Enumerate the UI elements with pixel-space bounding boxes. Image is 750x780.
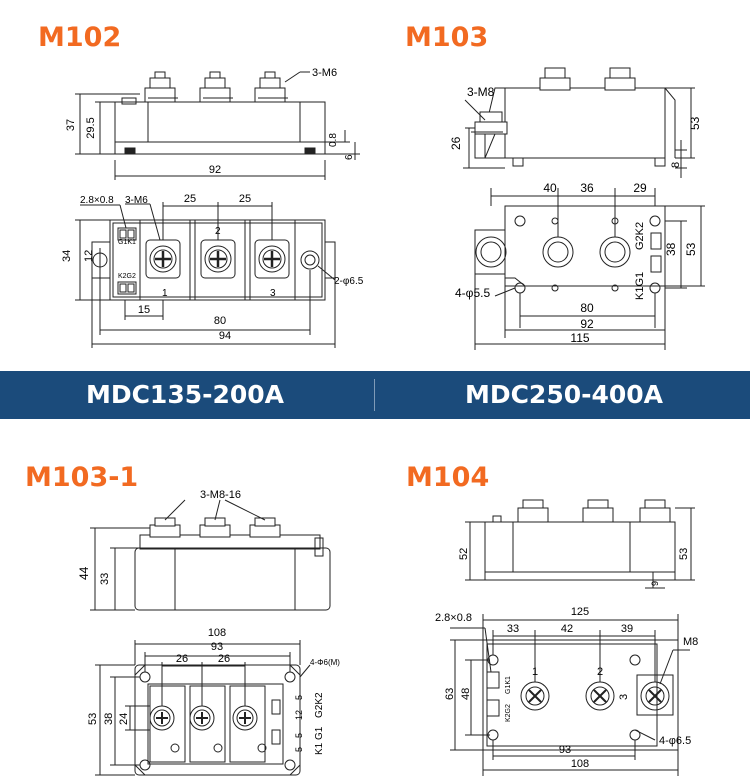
m102-dim-0-8: 0.8 (328, 133, 339, 147)
m104-dim-9: 9 (650, 581, 660, 586)
banner-divider (374, 379, 375, 411)
m104-label-4-phi6-5: 4-φ6.5 (659, 735, 691, 747)
m104-dim-48: 48 (460, 688, 472, 700)
m102-dim-34: 34 (61, 250, 73, 262)
m103-dim-92: 92 (580, 317, 594, 331)
m104-terminal-2: 2 (597, 666, 603, 678)
section-title-m104: M104 (406, 462, 490, 493)
m104-dim-42: 42 (561, 623, 573, 635)
m103-1-dim-33: 33 (99, 573, 111, 585)
m104-dim-108: 108 (571, 758, 589, 770)
m102-dim-6: 6 (344, 154, 355, 160)
m103-1-dim-38: 38 (103, 713, 115, 725)
m103-dim-29: 29 (633, 181, 647, 195)
banner-left-label: MDC135-200A (85, 380, 285, 409)
m104-dim-93: 93 (559, 744, 571, 756)
m103-label-g2k2: G2K2 (634, 222, 646, 250)
m102-label-2-phi6-5: 2-φ6.5 (334, 276, 364, 287)
m104-side-view (465, 499, 695, 589)
m104-dim-52: 52 (458, 548, 470, 560)
m103-dim-8: 8 (670, 162, 682, 168)
m104-label-k2g2: K2G2 (505, 704, 512, 722)
section-title-m103: M103 (405, 22, 489, 53)
m103-1-dim-5-a: 5 (294, 695, 304, 700)
m103-1-dim-26-b: 26 (218, 653, 230, 665)
m103-1-dim-44: 44 (77, 566, 91, 580)
m103-1-dim-93: 93 (211, 641, 223, 653)
m103-1-label-k1g1: K1 G1 (314, 726, 325, 755)
m103-label-k1g1: K1G1 (634, 272, 646, 300)
m102-terminal-3: 3 (270, 288, 276, 299)
m102-label-2-8x0-8: 2.8×0.8 (80, 195, 114, 206)
m103-1-label-g2k2: G2K2 (314, 692, 325, 718)
m104-dim-33: 33 (507, 623, 519, 635)
m104-label-g1k1: G1K1 (505, 676, 512, 694)
m102-label-3m6-top: 3-M6 (312, 67, 337, 79)
m102-dim-94: 94 (219, 330, 231, 342)
m103-1-dim-108: 108 (208, 627, 226, 639)
m104-dim-63: 63 (444, 688, 456, 700)
m103-1-top-view (95, 640, 311, 776)
section-title-m102: M102 (38, 22, 122, 53)
m104-dim-39: 39 (621, 623, 633, 635)
m104-label-2-8x0-8: 2.8×0.8 (435, 612, 472, 624)
m104-terminal-3: 3 (618, 694, 630, 700)
m103-1-dim-12: 12 (294, 710, 304, 720)
m102-dim-92: 92 (209, 164, 221, 176)
m103-top-view (474, 188, 705, 350)
model-banner: MDC135-200A MDC250-400A (0, 371, 750, 419)
m103-dim-53-side: 53 (688, 116, 702, 130)
m103-1-side-view (90, 499, 331, 611)
m103-1-dim-5-c: 5 (294, 747, 304, 752)
m103-dim-53: 53 (684, 242, 698, 256)
m102-terminal-1: 1 (162, 288, 168, 299)
m104-dim-125: 125 (571, 606, 589, 618)
m102-dim-37: 37 (65, 119, 77, 131)
m102-dim-25-b: 25 (239, 193, 251, 205)
m103-dim-40: 40 (543, 181, 557, 195)
m103-1-dim-26-a: 26 (176, 653, 188, 665)
m103-1-dim-53: 53 (87, 713, 99, 725)
m102-side-view (75, 71, 360, 180)
m102-terminal-2: 2 (215, 226, 221, 237)
m104-dim-53: 53 (678, 548, 690, 560)
m103-1-label-4-phi6m: 4-Φ6(M) (310, 658, 340, 667)
m104-terminal-1: 1 (532, 666, 538, 678)
m103-dim-115: 115 (570, 331, 589, 345)
banner-right-label: MDC250-400A (464, 380, 664, 409)
m104-label-m8: M8 (683, 636, 698, 648)
m104-top-view (450, 614, 690, 776)
m102-dim-15: 15 (138, 304, 150, 316)
m103-dim-26: 26 (449, 136, 463, 150)
m103-side-view (463, 67, 695, 178)
m102-dim-80: 80 (214, 315, 226, 327)
m102-dim-12: 12 (83, 250, 95, 262)
m103-dim-80: 80 (580, 301, 594, 315)
m103-1-dim-24: 24 (118, 713, 130, 725)
m102-dim-25-a: 25 (184, 193, 196, 205)
m103-dim-38: 38 (664, 242, 678, 256)
m102-label-k2g2: K2G2 (118, 273, 136, 280)
section-title-m103-1: M103-1 (25, 462, 139, 493)
m103-1-dim-5-b: 5 (294, 733, 304, 738)
m102-label-g1k1: G1K1 (118, 239, 136, 246)
m102-label-3m6: 3-M6 (125, 195, 148, 206)
m103-1-label-3m8-16: 3-M8-16 (200, 489, 241, 501)
m103-label-4-phi5-5: 4-φ5.5 (455, 286, 490, 300)
m103-label-3m8-top: 3-M8 (467, 85, 495, 99)
m102-dim-29-5: 29.5 (85, 117, 97, 138)
m103-dim-36: 36 (580, 181, 594, 195)
m102-top-view (75, 202, 336, 348)
